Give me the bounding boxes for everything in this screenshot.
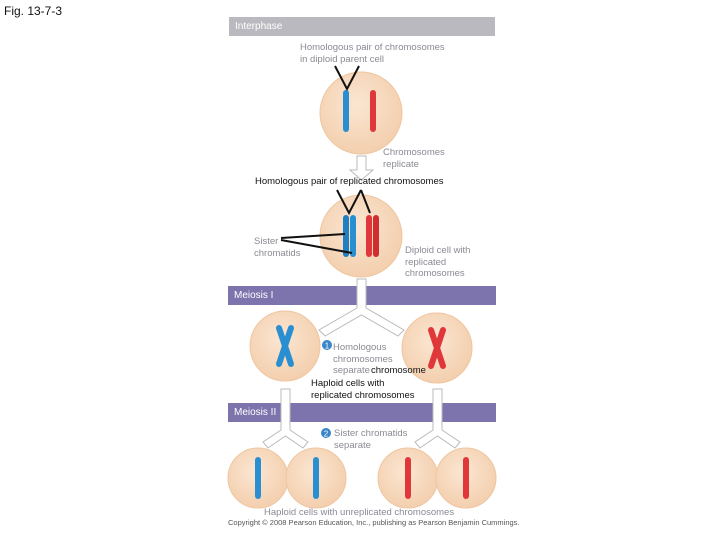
replicated-pair-label: Homologous pair of replicated chromosome… — [255, 176, 444, 187]
chromosomes-replicate-label: Chromosomes replicate — [383, 147, 445, 170]
homologous-pair-label: Homologous pair of chromosomes in diploi… — [300, 42, 445, 65]
replicate-arrow — [348, 155, 375, 181]
interphase-band: Interphase — [229, 17, 495, 36]
blue-chromatid-b — [350, 215, 356, 257]
step-1-number: 1 — [325, 342, 330, 351]
haploid-unreplicated-label: Haploid cells with unreplicated chromoso… — [264, 507, 455, 518]
final-red-chromosome-2 — [463, 457, 469, 499]
replicated-pair-pointer-right — [360, 189, 371, 214]
final-blue-chromosome-2 — [313, 457, 319, 499]
step-2-label: Sister chromatids separate — [334, 428, 408, 451]
step-1-label: Homologous chromosomes separate — [333, 342, 393, 376]
copyright-text: Copyright © 2008 Pearson Education, Inc.… — [228, 518, 520, 527]
step-1-marker — [322, 340, 332, 350]
sister-pointer-2 — [280, 239, 353, 254]
diploid-cell-label: Diploid cell with replicated chromosomes — [405, 245, 471, 279]
final-red-chromosome-1 — [405, 457, 411, 499]
meiosis-2-band: Meiosis II — [228, 403, 496, 422]
replicated-pair-pointer-left — [336, 189, 362, 216]
homologous-pair-pointer — [334, 65, 360, 92]
parent-cell — [319, 71, 403, 155]
meiosis-2-split-arrow-right — [414, 388, 461, 449]
sister-chromatids-label: Sister chromatids — [254, 236, 301, 259]
figure-title: Fig. 13-7-3 — [4, 4, 63, 18]
step-2-number: 2 — [324, 430, 329, 439]
step-2-marker — [321, 428, 331, 438]
haploid-replicated-label: Haploid cells with replicated chromosome… — [311, 378, 415, 401]
chromosome-overlap-label: chromosome — [371, 365, 426, 376]
red-chromosome — [370, 90, 376, 132]
meiosis-1-split-arrow — [318, 278, 405, 337]
final-blue-chromosome-1 — [255, 457, 261, 499]
blue-chromosome — [343, 90, 349, 132]
blue-chromatid-a — [343, 215, 349, 257]
red-chromatid-a — [366, 215, 372, 257]
red-chromatid-b — [373, 215, 379, 257]
blue-replicated-chromosome — [276, 325, 294, 367]
meiosis-2-split-arrow-left — [262, 388, 309, 449]
replicated-cell — [319, 194, 403, 278]
red-replicated-chromosome — [428, 327, 446, 369]
sister-pointer-1 — [280, 233, 346, 239]
